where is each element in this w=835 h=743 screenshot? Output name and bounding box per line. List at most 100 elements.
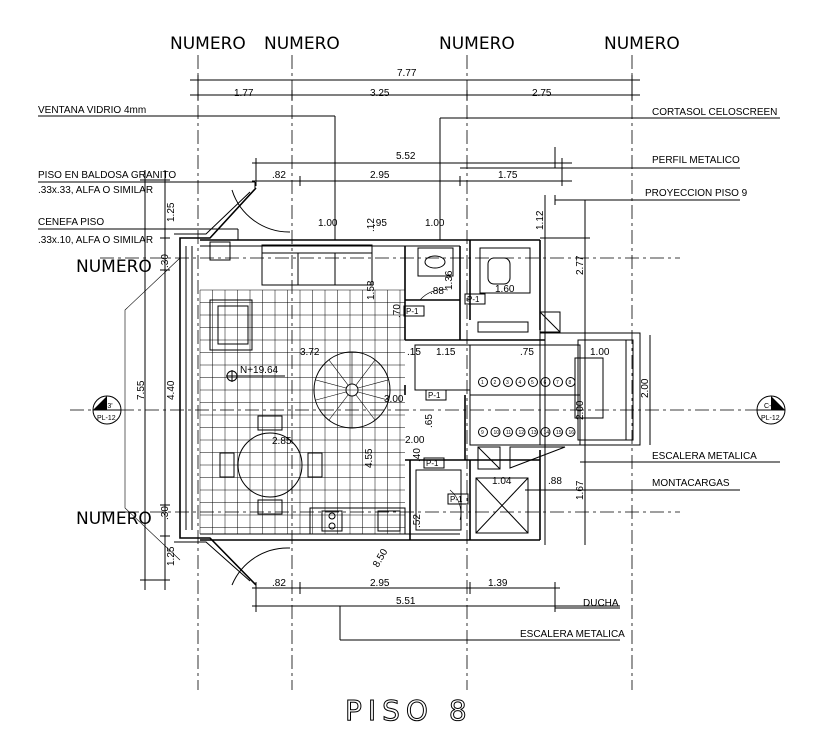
dim-lower-c: 1.39 — [488, 578, 508, 589]
stair-step-number: 4 — [519, 380, 522, 386]
dim-left-e: .30 — [160, 254, 171, 268]
note-montacargas: MONTACARGAS — [652, 478, 730, 489]
stair-step-circle — [553, 427, 563, 437]
note-piso-1: PISO EN BALDOSA GRANITO — [38, 170, 176, 181]
stair-step-number: 12 — [519, 430, 525, 436]
dim-right-e: 2.00 — [640, 378, 651, 398]
right-wing — [539, 332, 641, 446]
dim-136: 1.36 — [444, 270, 455, 290]
note-proyeccion: PROYECCION PISO 9 — [645, 188, 748, 199]
stair-step-number: 3 — [506, 380, 509, 386]
dim-top-b: 3.25 — [370, 88, 390, 99]
dim-upper-a: .82 — [272, 170, 286, 181]
door-tag-3: P-1 — [426, 459, 439, 468]
door-tag-5: P-1 — [406, 307, 419, 316]
section-left-bottom: PL-12 — [97, 415, 116, 422]
stair-step-circle — [565, 377, 576, 387]
note-escalera-1: ESCALERA METALICA — [652, 451, 757, 462]
note-cenefa-2: .33x.10, ALFA O SIMILAR — [38, 235, 153, 246]
building-outline — [124, 187, 541, 586]
axis-label-6: NUMERO — [76, 509, 152, 529]
dim-total-top: 7.77 — [397, 68, 417, 79]
stair-step-number: 10 — [494, 430, 500, 436]
section-marker-left — [92, 395, 122, 425]
leader-lines — [38, 115, 780, 609]
dim-75: .75 — [520, 347, 534, 358]
stair-step-number: 7 — [556, 380, 559, 386]
dim-upper-b: 2.95 — [370, 170, 390, 181]
dim-52: .52 — [412, 514, 423, 528]
dim-158: 1.58 — [366, 280, 377, 300]
stair-step-number: 16 — [569, 430, 575, 436]
dim-lower-a: .82 — [272, 578, 286, 589]
note-cenefa-1: CENEFA PISO — [38, 217, 104, 228]
stair-step-circle — [478, 377, 488, 387]
stair-step-number: 9 — [481, 430, 484, 436]
note-ventana: VENTANA VIDRIO 4mm — [38, 105, 146, 116]
stair-step-circle — [515, 377, 526, 387]
stair-step-number: 15 — [556, 430, 562, 436]
note-piso-2: .33x.33, ALFA O SIMILAR — [38, 185, 153, 196]
door-tag-4: P-1 — [450, 495, 463, 504]
dim-200: 2.00 — [405, 435, 425, 446]
stair-step-circle — [528, 377, 538, 387]
dim-104: 1.04 — [492, 476, 512, 487]
stair-step-number: 5 — [531, 380, 534, 386]
axis-label-5: NUMERO — [76, 257, 152, 277]
left-dimension-lines — [140, 170, 170, 590]
stair-step-circle — [490, 427, 501, 437]
dining-table — [237, 432, 303, 498]
dim-70: .70 — [392, 304, 403, 318]
dim-850: 8.50 — [371, 547, 390, 570]
dim-455: 4.55 — [364, 448, 375, 468]
stair-step-circle — [540, 377, 551, 387]
dim-upper-c: 1.75 — [498, 170, 518, 181]
stair-step-circle — [528, 427, 538, 437]
armchair — [209, 299, 253, 351]
door-tag-boxes — [403, 293, 486, 505]
dim-95: .95 — [373, 218, 387, 229]
dim-top-a: 1.77 — [234, 88, 254, 99]
axis-label-4: NUMERO — [604, 34, 680, 54]
section-left-top: C-3' — [100, 403, 113, 410]
dim-left-d: 1.25 — [166, 546, 177, 566]
section-right-bottom: PL-12 — [761, 415, 780, 422]
dim-115: 1.15 — [436, 347, 456, 358]
dim-88b: .88 — [430, 286, 444, 297]
dim-15: .15 — [407, 347, 421, 358]
level-mark-text: N+19.64 — [240, 365, 279, 376]
stair-step-circle — [515, 427, 526, 437]
bottom-dimension-lines — [252, 582, 620, 641]
stair-step-circle — [540, 427, 551, 437]
dim-12: .12 — [366, 218, 377, 232]
level-mark — [226, 370, 285, 382]
stair-step-circle — [478, 427, 488, 437]
plan-title: PISO 8 — [345, 694, 473, 727]
stair-step-number: 14 — [544, 430, 550, 436]
stair-step-circle — [503, 427, 513, 437]
dim-88: .88 — [548, 476, 562, 487]
stair-step-number: 6 — [544, 380, 547, 386]
stair-step-number: 1 — [481, 380, 484, 386]
axis-label-1: NUMERO — [170, 34, 246, 54]
section-marker-right — [756, 395, 786, 425]
dim-65: .65 — [424, 414, 435, 428]
top-dimension-lines — [190, 75, 640, 186]
stair-step-number: 8 — [569, 380, 572, 386]
dim-right-b: 2.77 — [575, 255, 586, 275]
stair-step-number: 13 — [531, 430, 537, 436]
floor-tile-grid — [199, 289, 405, 534]
dim-upper-total: 5.52 — [396, 151, 416, 162]
dim-300: 3.00 — [384, 394, 404, 405]
stair-step-circle — [503, 377, 513, 387]
section-right-top: C-3' — [764, 403, 777, 410]
note-ducha: DUCHA — [583, 598, 619, 609]
door-tag-2: P-1 — [428, 391, 441, 400]
dim-left-f: .30 — [160, 506, 171, 520]
dim-lower-total: 5.51 — [396, 596, 416, 607]
dim-left-b: 4.40 — [166, 380, 177, 400]
sofa — [261, 244, 373, 286]
dim-160: 1.60 — [495, 284, 515, 295]
